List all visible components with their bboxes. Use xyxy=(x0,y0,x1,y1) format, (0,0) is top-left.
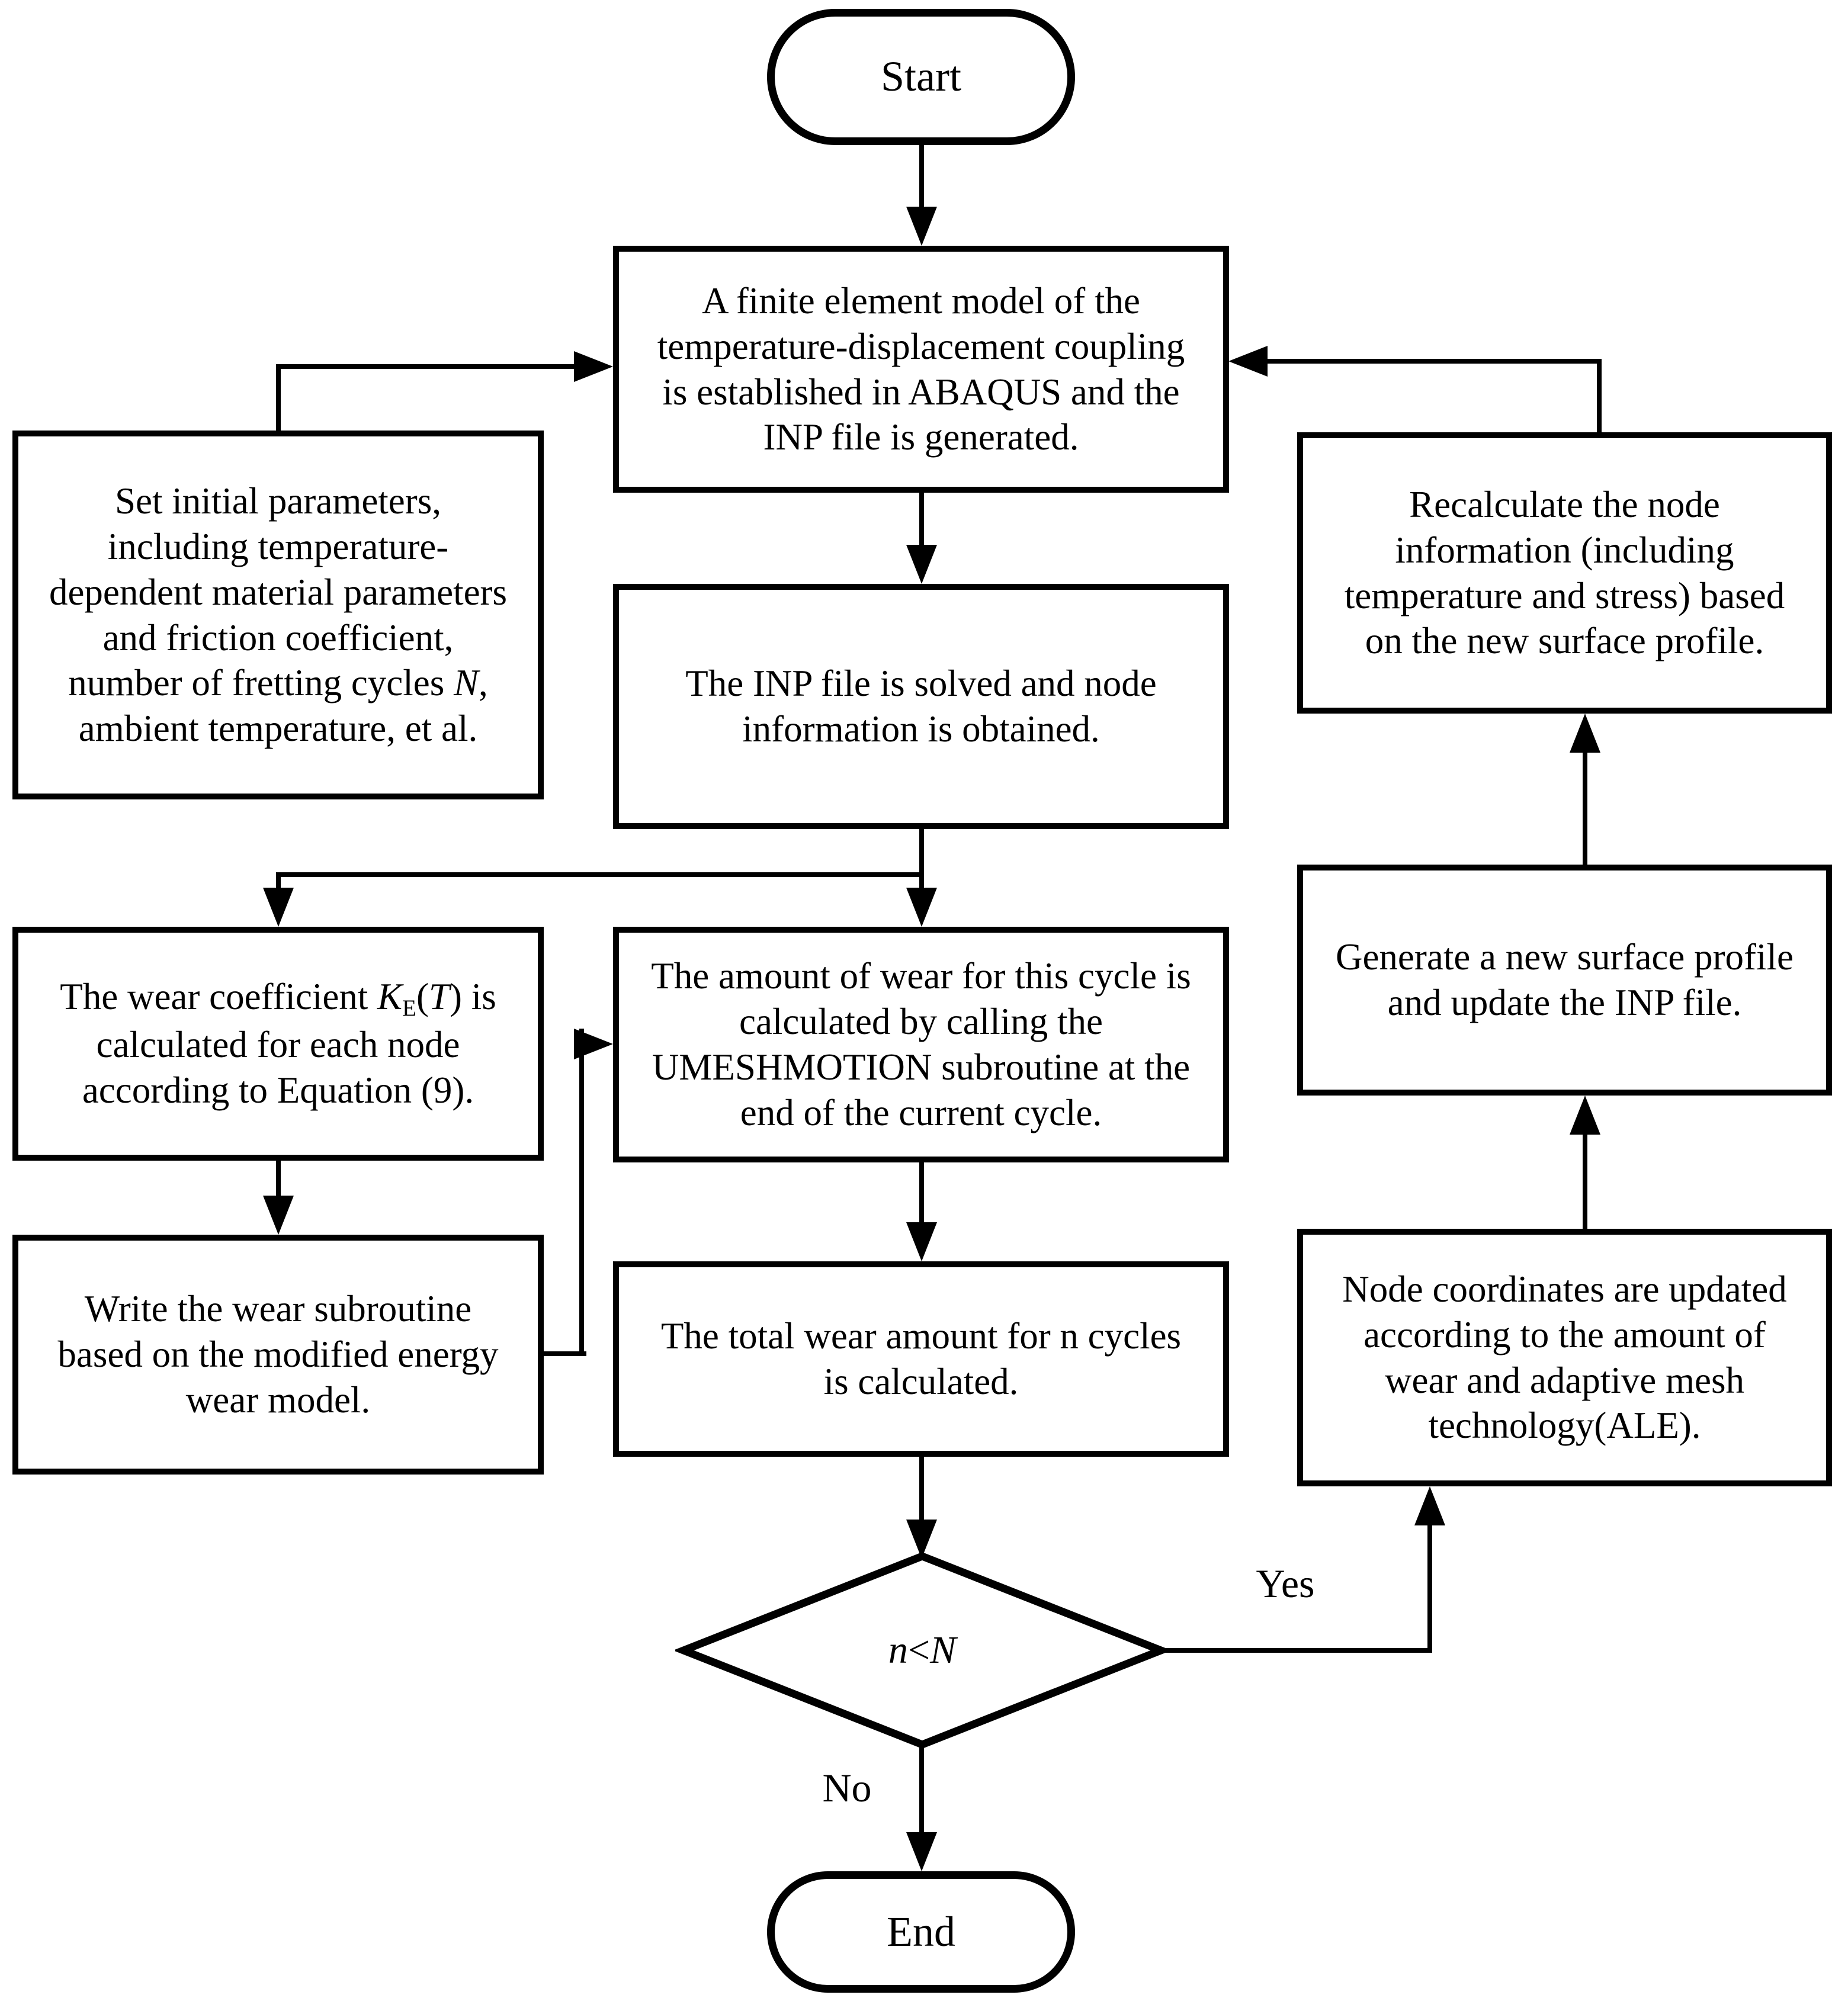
edge-wearcoeff-writesub-line xyxy=(276,1161,281,1198)
edge-no-arrowhead xyxy=(906,1832,937,1871)
edge-branch-horizontal xyxy=(276,872,924,877)
edge-generate-recalc-line xyxy=(1583,750,1587,865)
edge-writesub-riser xyxy=(579,1029,584,1356)
decision-diamond-shape xyxy=(675,1552,1169,1749)
edge-setparams-arrowhead xyxy=(574,351,613,382)
node-end-label: End xyxy=(887,1907,955,1955)
node-end: End xyxy=(767,1871,1075,1993)
edge-nodecoords-generate-arrowhead xyxy=(1570,1096,1600,1135)
node-set-params: Set initial parameters,including tempera… xyxy=(12,431,544,799)
edge-recalc-riser xyxy=(1597,359,1602,432)
edge-branch-left-stub xyxy=(276,872,281,890)
edge-start-femodel-arrowhead xyxy=(906,207,937,246)
edge-recalc-femodel-arrowhead xyxy=(1228,346,1268,377)
edge-totalwear-decision-line xyxy=(919,1457,924,1522)
node-decision-text: n<N xyxy=(888,1628,957,1672)
edge-branch-wearamount-arrowhead xyxy=(906,888,937,927)
edge-generate-recalc-arrowhead xyxy=(1570,714,1600,753)
edge-setparams-horizontal xyxy=(276,364,576,369)
edge-writesub-wearamount-arrowhead xyxy=(574,1029,613,1059)
edge-totalwear-decision-arrowhead xyxy=(906,1520,937,1559)
edge-inpsolved-drop xyxy=(919,829,924,877)
edge-femodel-inpsolved-arrowhead xyxy=(906,545,937,584)
edge-branch-center-stub xyxy=(919,877,924,890)
node-set-params-text: Set initial parameters,including tempera… xyxy=(49,480,508,750)
label-no: No xyxy=(822,1765,872,1810)
edge-nodecoords-generate-line xyxy=(1583,1132,1587,1229)
edge-wearamount-totalwear-line xyxy=(919,1162,924,1225)
edge-start-femodel-line xyxy=(919,145,924,209)
node-start: Start xyxy=(767,9,1075,145)
edge-recalc-horizontal xyxy=(1268,359,1602,364)
edge-writesub-exit-line xyxy=(544,1351,586,1356)
edge-wearcoeff-writesub-arrowhead xyxy=(263,1196,294,1235)
edge-yes-arrowhead xyxy=(1414,1486,1445,1525)
edge-no-line xyxy=(919,1745,924,1835)
edge-yes-horizontal xyxy=(1159,1648,1432,1653)
label-yes: Yes xyxy=(1256,1561,1315,1606)
edge-branch-wearcoeff-arrowhead xyxy=(263,888,294,927)
node-decision: n<N xyxy=(675,1551,1169,1749)
edge-wearamount-totalwear-arrowhead xyxy=(906,1222,937,1261)
edge-yes-riser xyxy=(1427,1523,1432,1653)
edge-femodel-inpsolved-line xyxy=(919,493,924,547)
node-start-label: Start xyxy=(881,53,961,101)
edge-setparams-riser xyxy=(276,364,281,431)
